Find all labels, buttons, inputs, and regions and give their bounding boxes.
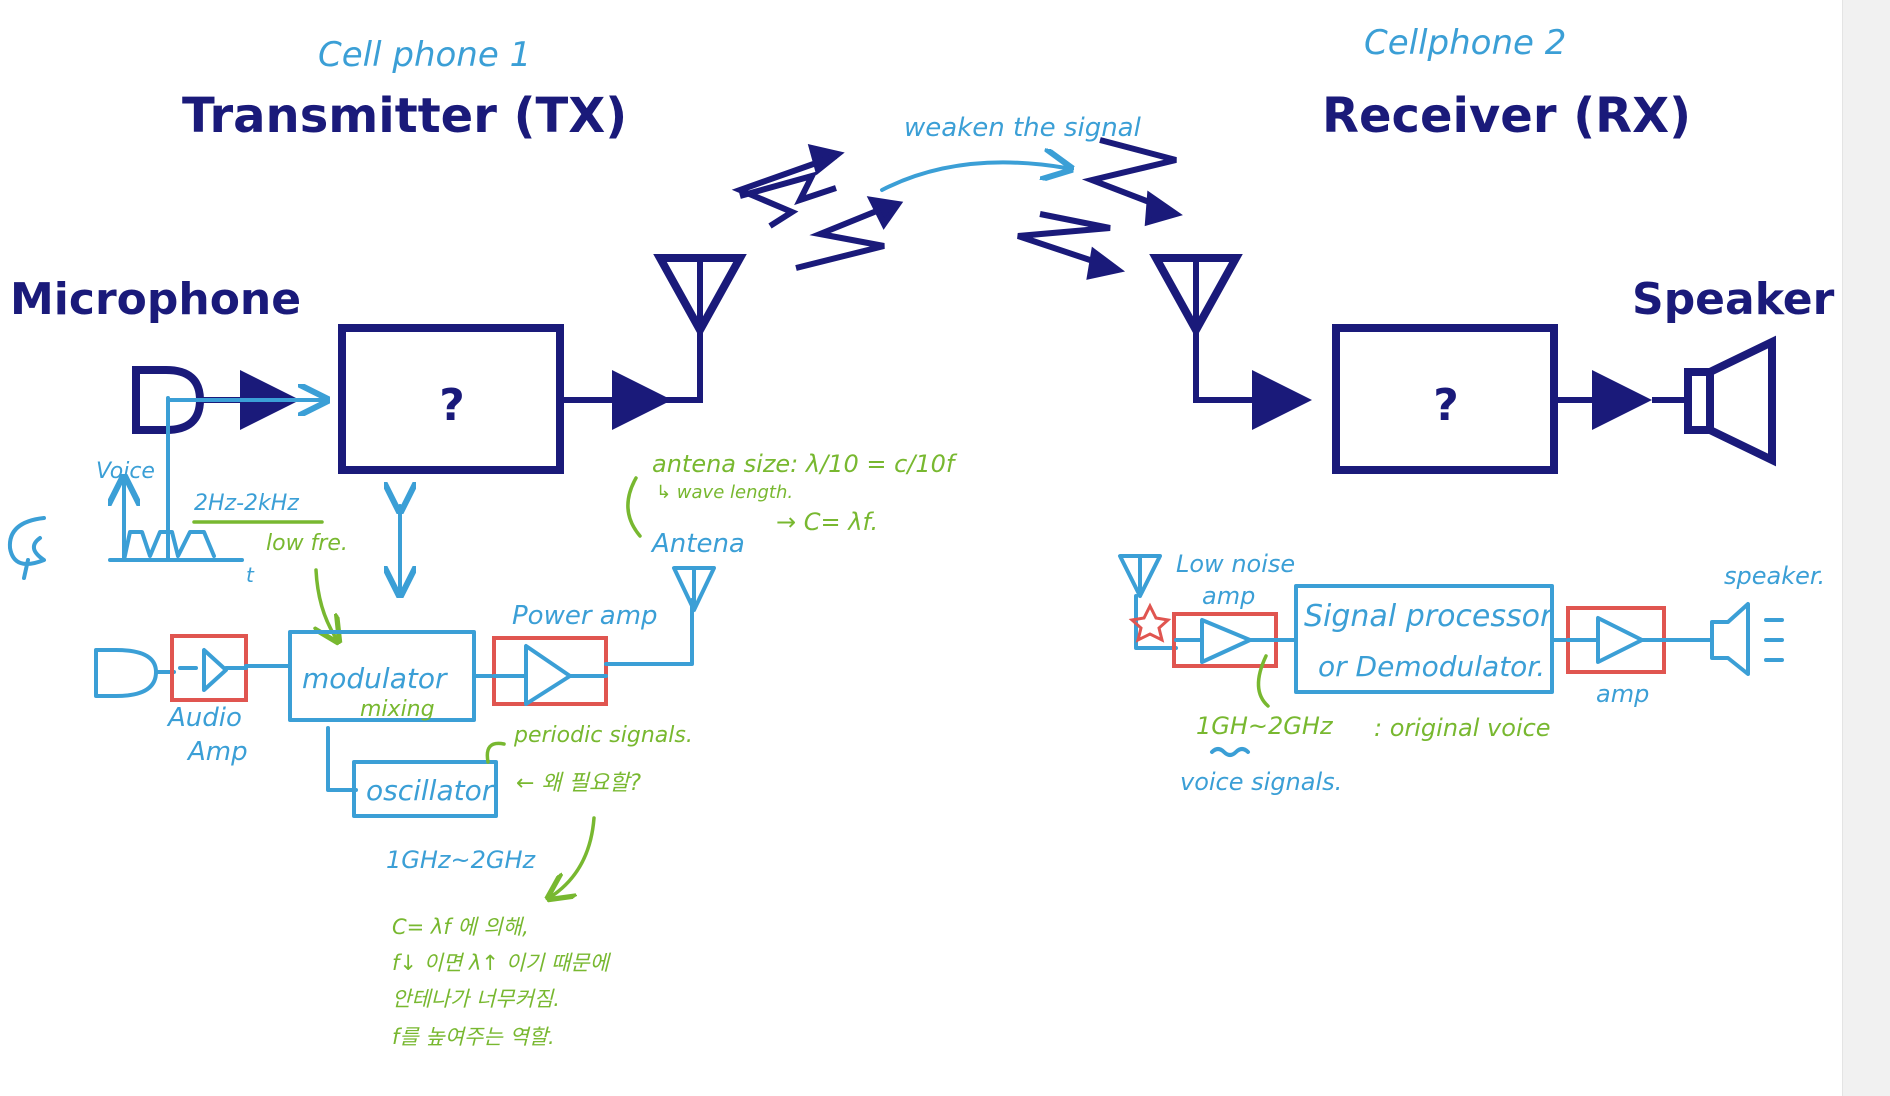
explain-line-4: f를 높여주는 역할. — [392, 1025, 555, 1049]
rx-antenna-icon — [1149, 254, 1243, 339]
band-label: 2Hz-2kHz — [194, 491, 299, 516]
explain-line-3: 안테나가 너무커짐. — [392, 987, 560, 1011]
why-label: ← 왜 필요할? — [516, 771, 641, 796]
lna-label-2: amp — [1202, 582, 1255, 610]
rx-amp-label: amp — [1596, 680, 1649, 708]
explain-line-2: f↓ 이면 λ↑ 이기 때문에 — [392, 951, 612, 975]
tx-handwritten-header: Cell phone 1 — [318, 35, 531, 75]
rx-title: Receiver (RX) — [1322, 88, 1691, 144]
speaker-icon — [1684, 335, 1776, 467]
rx-block-symbol: ? — [1433, 380, 1459, 431]
oscillator-box — [352, 760, 498, 818]
ear-doodle-icon — [7, 516, 46, 566]
antenna-size-label-2: ↳ wave length. — [656, 482, 793, 503]
low-freq-label: low fre. — [266, 531, 348, 556]
small-microphone-icon — [94, 648, 158, 698]
power-amp-label: Power amp — [512, 601, 658, 631]
lna-sub-label: voice signals. — [1180, 768, 1342, 796]
antenna-size-label-1: antena size: λ/10 = c/10f — [652, 450, 958, 478]
original-voice-label: : original voice — [1374, 714, 1551, 742]
small-speaker-icon — [1710, 602, 1750, 676]
channel-note: weaken the signal — [904, 113, 1142, 143]
microphone-label: Microphone — [10, 274, 301, 325]
small-tx-antenna-icon — [672, 566, 716, 612]
rx-handwritten-header: Cellphone 2 — [1364, 23, 1566, 63]
voice-label: Voice — [96, 459, 155, 484]
explain-line-1: C= λf 에 의해, — [392, 915, 529, 939]
oscillator-label: oscillator — [366, 774, 495, 807]
speaker-label: Speaker — [1632, 274, 1835, 325]
power-amp-box — [492, 636, 608, 706]
antenna-label: Antena — [650, 529, 745, 559]
t-axis-label: t — [246, 563, 255, 587]
tx-title: Transmitter (TX) — [182, 88, 627, 144]
periodic-label: periodic signals. — [513, 723, 693, 748]
modulator-label: modulator — [302, 662, 448, 695]
processor-label-2: or Demodulator. — [1318, 650, 1545, 683]
tx-block-symbol: ? — [439, 380, 465, 431]
oscillator-band-label: 1GHz~2GHz — [386, 846, 537, 874]
star-mark-icon — [1128, 602, 1172, 643]
window-scrollbar-strip — [1842, 0, 1890, 1096]
small-rx-antenna-icon — [1118, 554, 1162, 598]
lna-band-label: 1GH~2GHz — [1196, 712, 1334, 740]
tx-antenna-icon — [653, 254, 747, 339]
audio-amp-label-2: Amp — [186, 737, 248, 767]
processor-label-1: Signal processor — [1304, 599, 1554, 634]
radio-wave-icons — [731, 137, 1183, 280]
mixing-label: mixing — [360, 697, 435, 722]
voice-waveform — [108, 482, 244, 562]
lna-label-1: Low noise — [1176, 550, 1295, 578]
audio-amp-label-1: Audio — [166, 703, 242, 733]
antenna-size-label-3: → C= λf. — [776, 508, 878, 536]
small-speaker-label: speaker. — [1724, 562, 1825, 590]
